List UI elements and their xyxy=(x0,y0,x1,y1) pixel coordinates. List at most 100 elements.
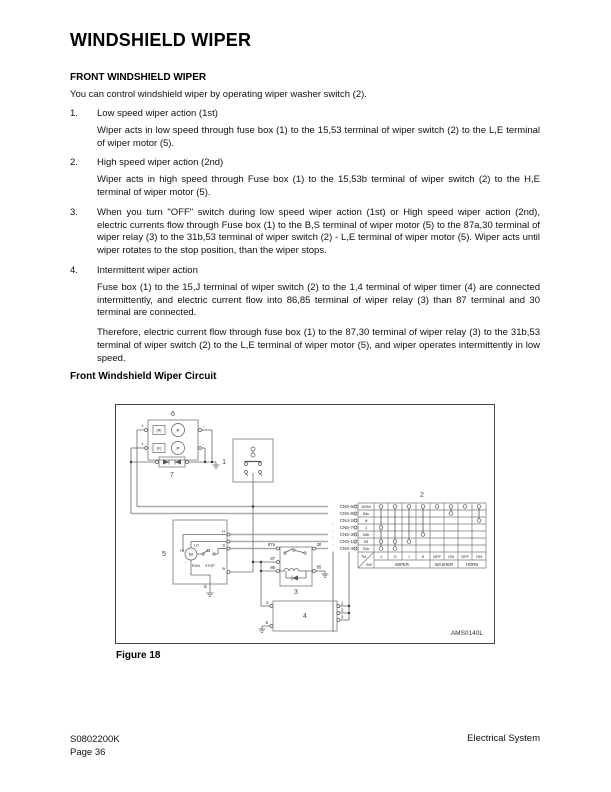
figure-frame xyxy=(115,404,495,644)
list-number: 2. xyxy=(70,157,78,169)
svg-text:E: E xyxy=(204,584,207,589)
figure-caption: Figure 18 xyxy=(116,650,161,661)
figure-heading: Front Windshield Wiper Circuit xyxy=(70,371,217,382)
svg-text:RUN: RUN xyxy=(192,564,200,568)
svg-text:3: 3 xyxy=(294,589,298,596)
list-heading: High speed wiper action (2nd) xyxy=(97,157,224,169)
svg-text:S: S xyxy=(222,543,225,548)
svg-text:(F): (F) xyxy=(157,447,162,451)
svg-text:TM: TM xyxy=(361,555,366,559)
connector-pin xyxy=(353,532,358,537)
svg-text:53c: 53c xyxy=(363,511,369,516)
svg-text:AMS0140L: AMS0140L xyxy=(451,630,484,637)
svg-text:CN5-7: CN5-7 xyxy=(340,525,354,530)
svg-text:15/54: 15/54 xyxy=(361,504,372,509)
svg-text:2: 2 xyxy=(341,608,344,613)
list-heading: Intermittent wiper action xyxy=(97,264,198,276)
svg-text:7: 7 xyxy=(170,472,174,479)
svg-text:3: 3 xyxy=(341,615,344,620)
connector-pin xyxy=(353,539,358,544)
svg-text:CN5-1: CN5-1 xyxy=(340,539,354,544)
svg-text:-: - xyxy=(185,560,187,565)
svg-text:ON: ON xyxy=(476,554,482,559)
washer-pump-box xyxy=(147,419,199,461)
svg-text:+: + xyxy=(141,442,144,447)
svg-text:2: 2 xyxy=(420,492,424,499)
svg-text:ON: ON xyxy=(448,554,454,559)
svg-text:M: M xyxy=(189,552,193,557)
svg-text:STOP: STOP xyxy=(205,564,215,568)
contact-mark xyxy=(420,504,426,509)
svg-text:53: 53 xyxy=(364,539,368,544)
contact-mark xyxy=(434,504,440,509)
connector-pin xyxy=(353,504,358,509)
svg-text:J: J xyxy=(380,554,382,559)
list-paragraph: Fuse box (1) to the 15,J terminal of wip… xyxy=(97,281,540,319)
page-title: WINDSHIELD WIPER xyxy=(70,30,252,50)
svg-text:II: II xyxy=(422,554,424,559)
numbered-list: 1. Low speed wiper action (1st) Wiper ac… xyxy=(70,108,540,373)
list-number: 4. xyxy=(70,264,78,276)
svg-text:(R): (R) xyxy=(157,429,162,433)
list-item: 1. Low speed wiper action (1st) Wiper ac… xyxy=(70,108,540,157)
connector-pin xyxy=(353,525,358,530)
svg-text:1: 1 xyxy=(341,601,344,606)
svg-text:J: J xyxy=(365,525,367,530)
list-item: 3. When you turn "OFF" switch during low… xyxy=(70,207,540,265)
list-number: 1. xyxy=(70,108,78,119)
list-paragraph: Wiper acts in high speed through Fuse bo… xyxy=(97,174,540,198)
svg-text:-: - xyxy=(203,442,205,447)
list-paragraph: Wiper acts in low speed through fuse box… xyxy=(97,124,540,149)
svg-text:+: + xyxy=(141,424,144,429)
footer-page-number: Page 36 xyxy=(70,747,106,758)
svg-text:6: 6 xyxy=(171,411,175,418)
wiper-timer-box xyxy=(272,600,338,632)
svg-text:86: 86 xyxy=(270,565,275,570)
contact-mark xyxy=(378,525,384,530)
svg-text:85: 85 xyxy=(317,565,322,570)
svg-text:P: P xyxy=(176,428,179,433)
document-page: WINDSHIELD WIPER FRONT WINDSHIELD WIPER … xyxy=(70,30,540,364)
footer-left: S0802200K Page 36 xyxy=(70,733,120,759)
svg-text:CN5-8: CN5-8 xyxy=(340,511,354,516)
list-item: 2. High speed wiper action (2nd) Wiper a… xyxy=(70,157,540,206)
contact-mark xyxy=(476,518,482,523)
wiper-motor-box xyxy=(172,519,228,585)
svg-text:OFF: OFF xyxy=(461,554,470,559)
svg-text:CN5-3: CN5-3 xyxy=(340,532,354,537)
svg-text:1: 1 xyxy=(222,459,226,466)
svg-text:HI: HI xyxy=(180,549,184,553)
svg-text:HORN: HORN xyxy=(466,562,478,567)
svg-text:WIPER: WIPER xyxy=(395,562,409,567)
footer-section-name: Electrical System xyxy=(467,733,540,744)
svg-text:5: 5 xyxy=(266,620,269,625)
contact-mark xyxy=(420,532,426,537)
svg-text:CN5-6: CN5-6 xyxy=(340,504,354,509)
svg-text:CN4-2: CN4-2 xyxy=(340,518,354,523)
contact-mark xyxy=(378,546,384,551)
svg-text:4: 4 xyxy=(266,600,269,605)
svg-text:53b: 53b xyxy=(363,532,370,537)
contact-mark xyxy=(378,539,384,544)
contact-mark xyxy=(462,504,468,509)
connector-pin xyxy=(353,546,358,551)
list-number: 3. xyxy=(70,206,78,218)
svg-text:LO: LO xyxy=(194,544,199,548)
svg-text:31b: 31b xyxy=(363,546,370,551)
contact-mark xyxy=(378,504,384,509)
svg-text:B: B xyxy=(222,566,225,571)
svg-text:5: 5 xyxy=(162,551,166,558)
wiper-relay-box xyxy=(279,546,313,587)
list-paragraph: Therefore, electric current flow through… xyxy=(97,327,540,364)
svg-text:87: 87 xyxy=(270,556,275,561)
contact-mark xyxy=(448,511,454,516)
contact-mark xyxy=(392,546,398,551)
footer-doc-number: S0802200K xyxy=(70,734,120,745)
svg-text:I: I xyxy=(408,554,409,559)
svg-text:H: H xyxy=(365,518,368,523)
list-heading: Low speed wiper action (1st) xyxy=(97,108,218,119)
list-item: 4. Intermittent wiper action Fuse box (1… xyxy=(70,265,540,373)
section-heading: FRONT WINDSHIELD WIPER xyxy=(70,72,207,83)
connector-pin xyxy=(353,511,358,516)
